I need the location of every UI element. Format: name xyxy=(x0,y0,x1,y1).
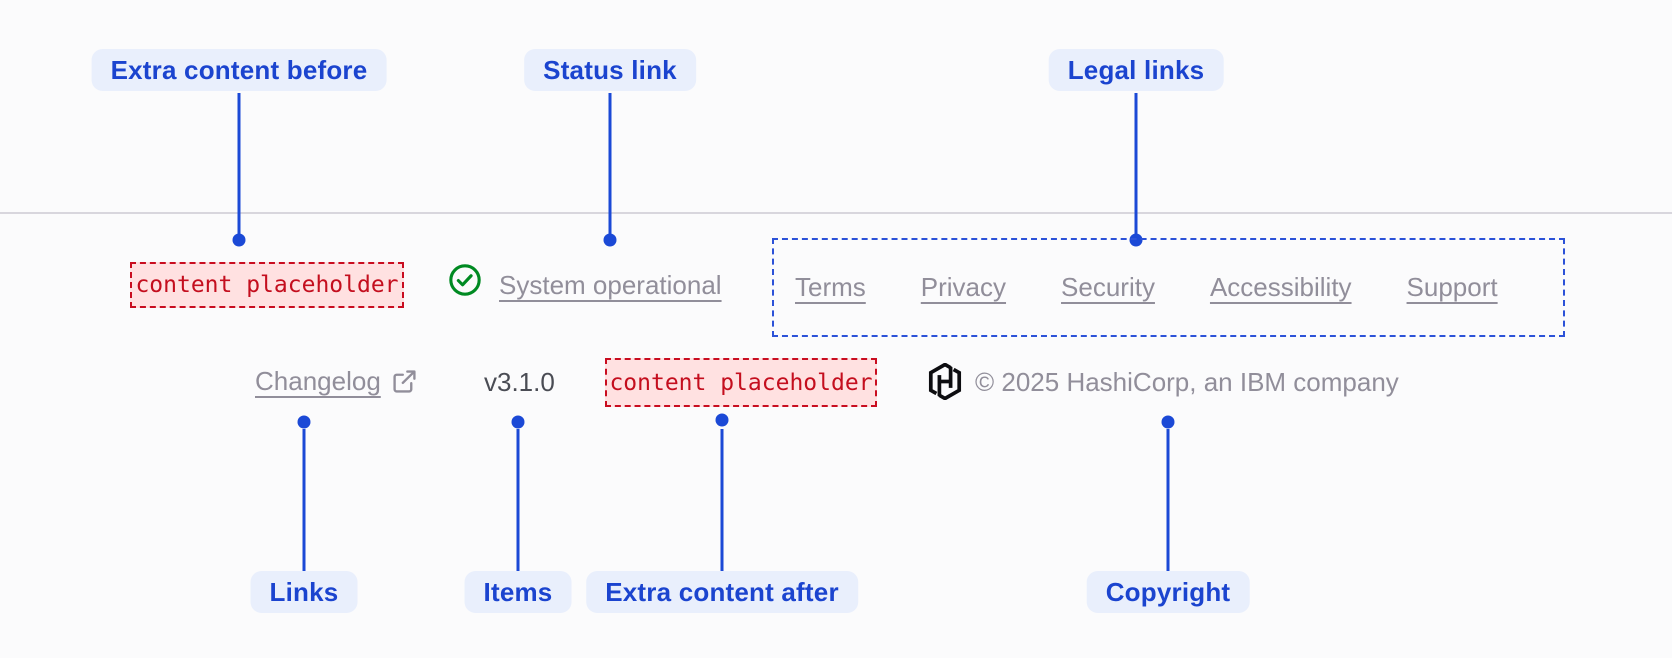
callout-line-status-link xyxy=(608,93,612,234)
callout-line-items xyxy=(516,429,520,571)
callout-dot-legal-links xyxy=(1129,233,1143,247)
legal-links-region: Terms Privacy Security Accessibility Sup… xyxy=(772,238,1565,337)
legal-link-support[interactable]: Support xyxy=(1406,272,1498,302)
hashicorp-logo-icon xyxy=(928,363,962,400)
callout-legal-links: Legal links xyxy=(1048,49,1224,91)
copyright-text: © 2025 HashiCorp, an IBM company xyxy=(975,367,1399,397)
callout-dot-extra-content-before xyxy=(232,233,246,247)
callout-dot-links xyxy=(297,415,311,429)
legal-link-accessibility[interactable]: Accessibility xyxy=(1209,272,1352,302)
placeholder-text: content placeholder xyxy=(609,369,873,396)
version-item: v3.1.0 xyxy=(484,367,555,397)
extra-content-after-placeholder: content placeholder xyxy=(605,358,877,407)
changelog-link[interactable]: Changelog xyxy=(255,365,418,397)
callout-copyright: Copyright xyxy=(1086,571,1250,613)
placeholder-text: content placeholder xyxy=(135,272,399,298)
callout-line-extra-content-after xyxy=(720,429,724,571)
callout-line-links xyxy=(302,429,306,571)
callout-extra-content-before: Extra content before xyxy=(91,49,387,91)
footer-top-divider xyxy=(0,212,1672,214)
callout-items: Items xyxy=(464,571,572,613)
callout-dot-extra-content-after xyxy=(715,413,729,427)
legal-link-privacy[interactable]: Privacy xyxy=(920,272,1007,302)
external-link-icon xyxy=(393,369,416,393)
callout-line-extra-content-before xyxy=(237,93,241,234)
callout-line-legal-links xyxy=(1134,93,1138,234)
legal-link-terms[interactable]: Terms xyxy=(795,272,866,302)
changelog-label: Changelog xyxy=(255,366,381,396)
callout-status-link: Status link xyxy=(524,49,696,91)
callout-dot-status-link xyxy=(603,233,617,247)
callout-links: Links xyxy=(250,571,358,613)
callout-dot-items xyxy=(511,415,525,429)
callout-extra-content-after: Extra content after xyxy=(586,571,858,613)
check-circle-icon xyxy=(449,264,481,296)
legal-link-security[interactable]: Security xyxy=(1061,272,1155,302)
callout-dot-copyright xyxy=(1161,415,1175,429)
extra-content-before-placeholder: content placeholder xyxy=(130,262,404,308)
callout-line-copyright xyxy=(1166,429,1170,571)
status-link[interactable]: System operational xyxy=(499,270,722,300)
